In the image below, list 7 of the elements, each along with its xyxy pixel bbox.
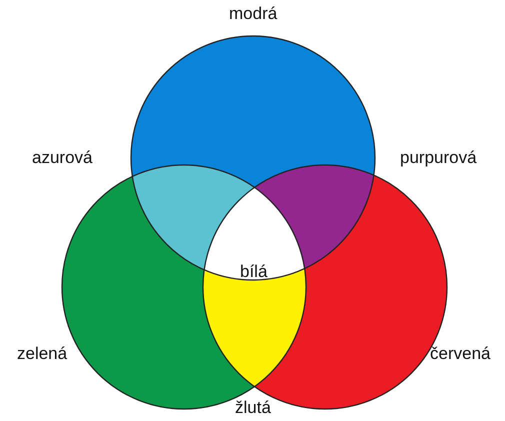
color-label: červená (430, 344, 490, 364)
color-label: bílá (240, 262, 268, 282)
color-label: azurová (32, 148, 92, 168)
color-label: modrá (229, 4, 278, 24)
color-label: purpurová (400, 148, 477, 168)
color-label: žlutá (235, 398, 271, 418)
color-label: zelená (17, 344, 68, 364)
